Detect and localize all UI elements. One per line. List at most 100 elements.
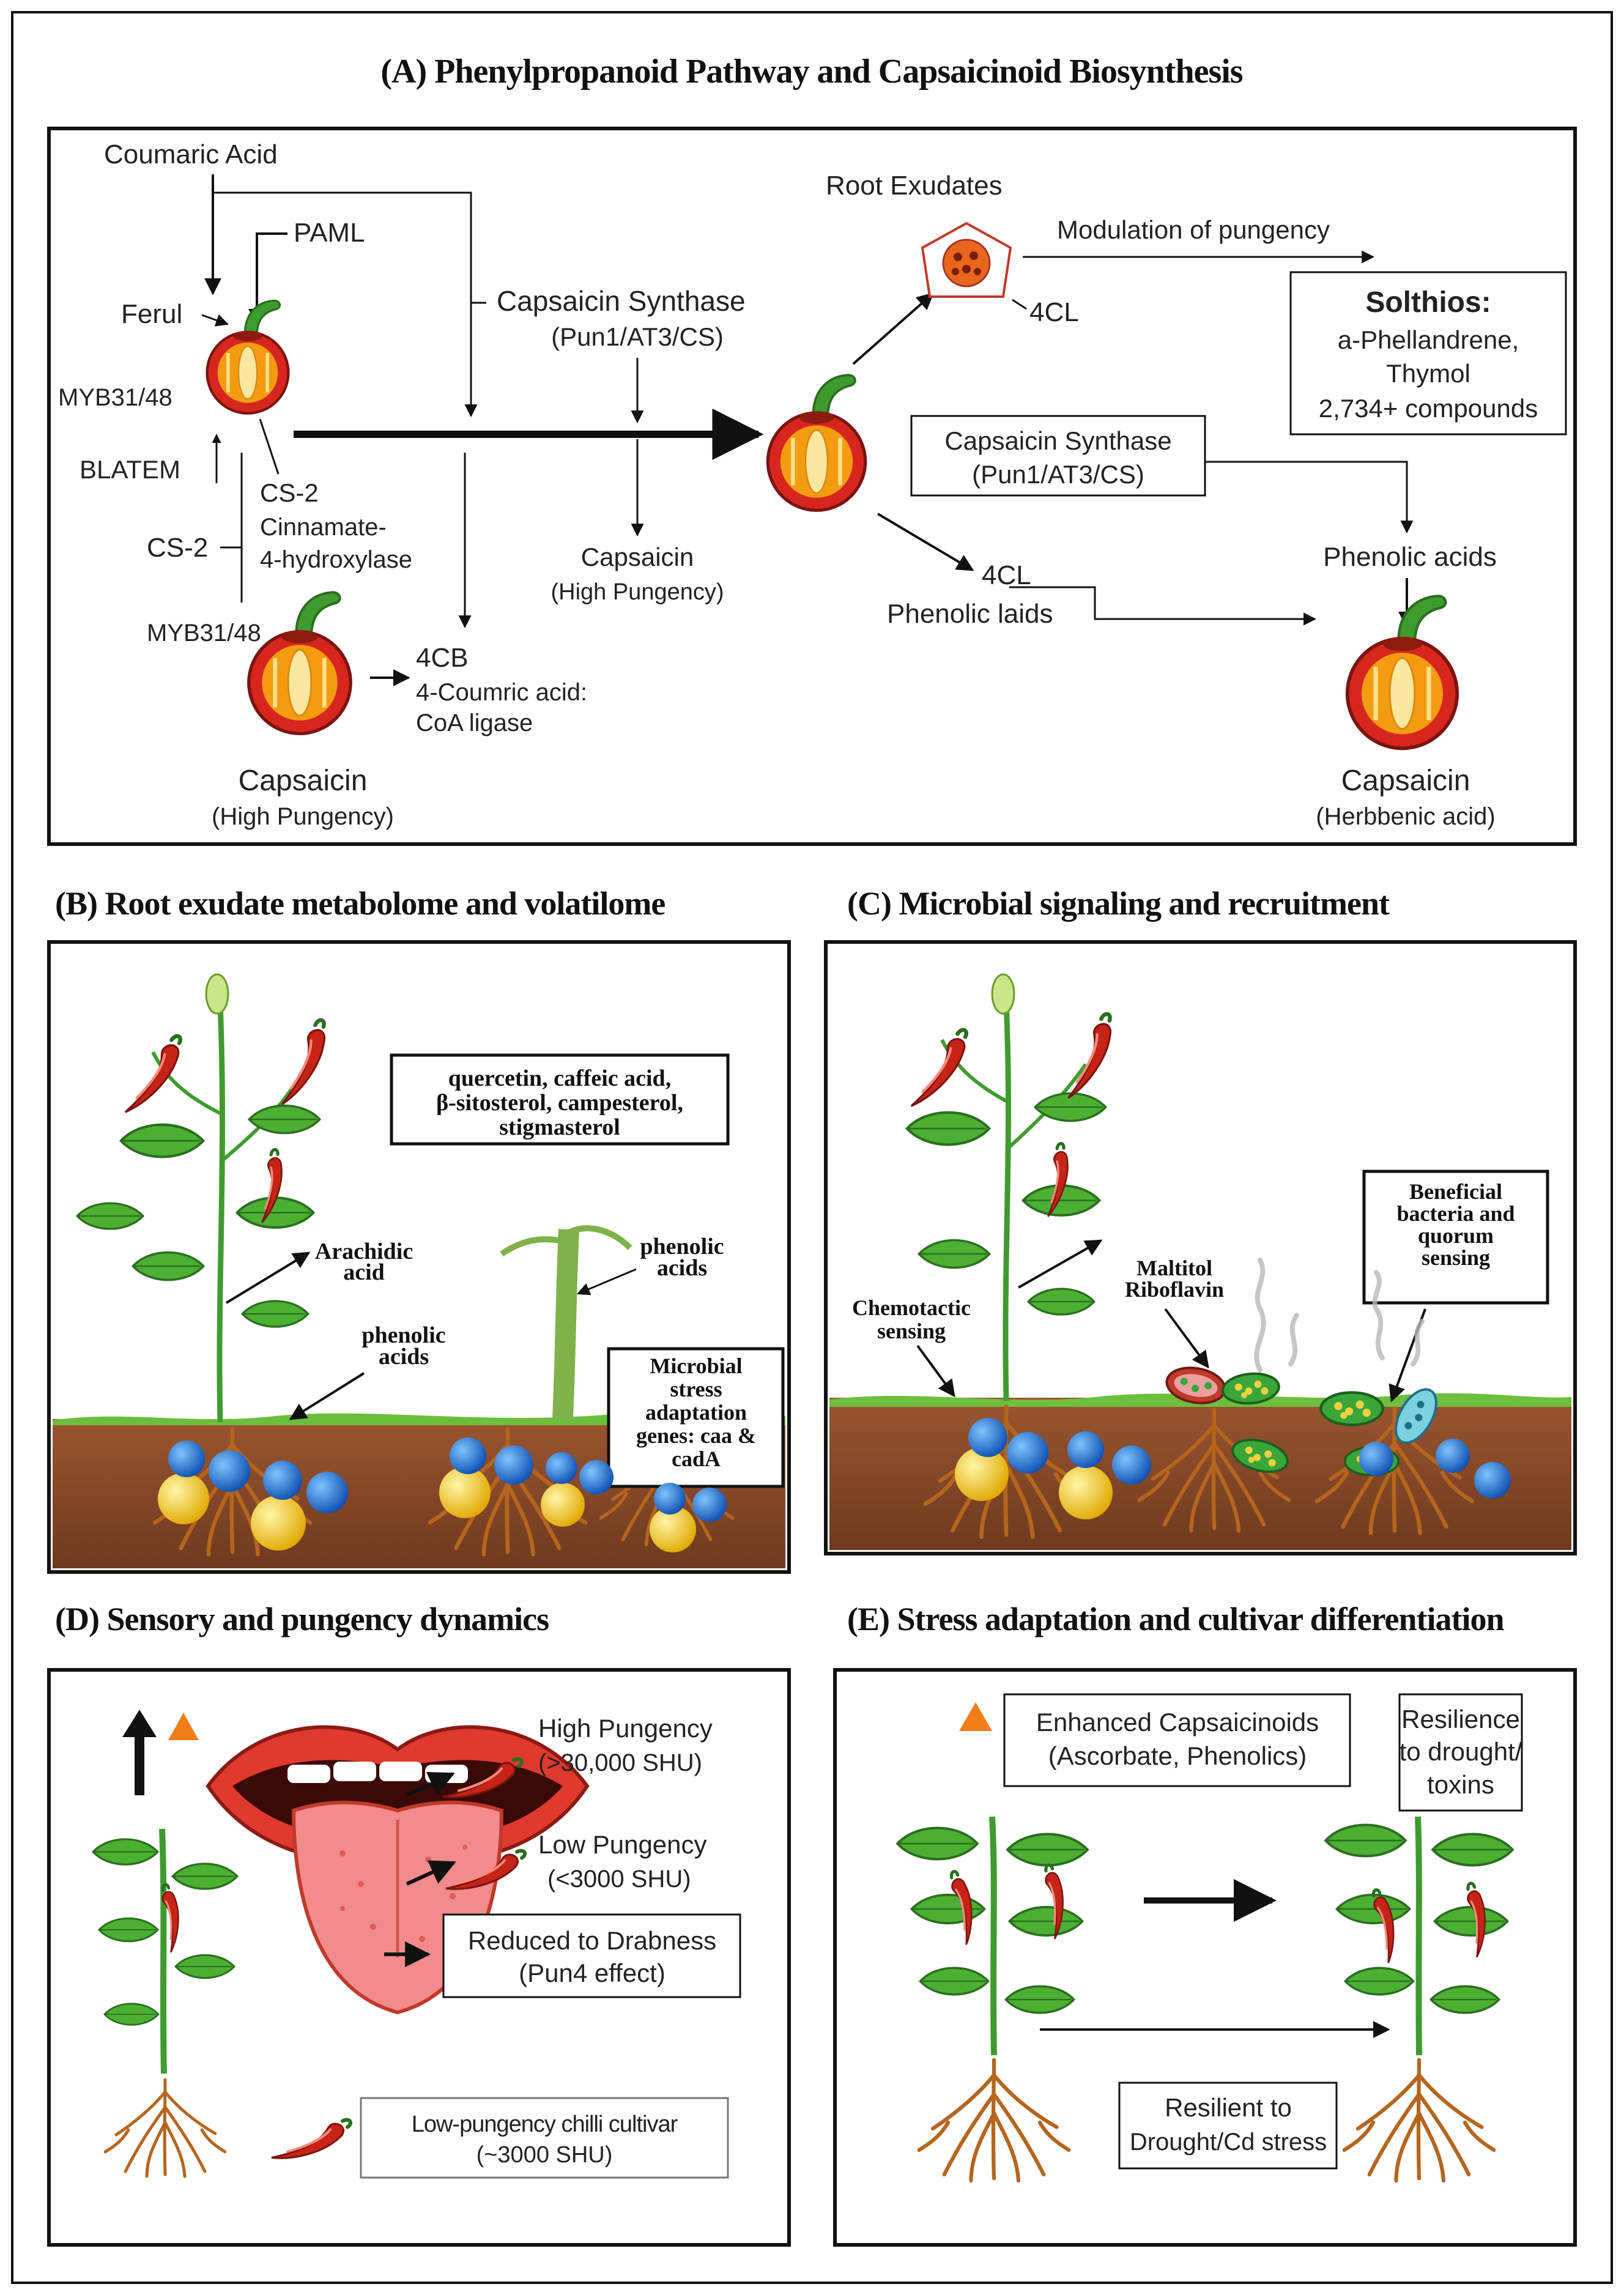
low-pungency-sub: (<3000 SHU): [547, 1866, 691, 1893]
cultivar-label: Low-pungency chilli cultivar: [412, 2111, 678, 2137]
low-pungency-arrow: [406, 1860, 456, 1886]
coumaric-to-main-arrow: [213, 191, 478, 418]
high-pungency-sub: (>30,000 SHU): [538, 1749, 702, 1776]
pepper-section-bottom-left: [249, 592, 350, 733]
beneficial-box: [1362, 1170, 1549, 1305]
phenolic-right-label-1: phenolic: [640, 1234, 724, 1259]
microbial-line-5: cadA: [672, 1447, 721, 1471]
compounds-line-3: stigmasterol: [499, 1114, 620, 1140]
panel-b-bud: [205, 973, 229, 1015]
compounds-line-2: β-sitosterol, campesterol,: [436, 1090, 683, 1116]
microbial-line-4: genes: caa &: [636, 1423, 756, 1448]
root-exudates-label: Root Exudates: [826, 171, 1003, 201]
chemotactic-arrow: [916, 1344, 955, 1398]
panel-d: (D) Sensory and pungency dynamics: [47, 1601, 791, 2247]
solthios-line-1: a-Phellandrene,: [1338, 325, 1519, 354]
volatile-wisps: [1254, 1258, 1425, 1373]
exudate-pentagon: [921, 221, 1012, 298]
left-product-sub: (High Pungency): [212, 803, 394, 830]
solthios-line-2: Thymol: [1386, 359, 1470, 388]
riboflavin-label: Riboflavin: [1125, 1277, 1224, 1302]
mid-product-label: Capsaicin: [581, 543, 694, 571]
phenolic-acids-label: Phenolic acids: [1323, 542, 1497, 572]
myb-bottom-label: MYB31/48: [147, 620, 261, 647]
enzyme-4cl-bottom: 4CL: [982, 560, 1031, 590]
microbial-line-1: Microbial: [650, 1354, 742, 1378]
panel-c-stem: [1003, 1003, 1012, 1401]
phenolic-laids-arrow: [1009, 586, 1317, 626]
panel-c-bud: [991, 973, 1015, 1015]
myb-top-label: MYB31/48: [58, 384, 172, 411]
panel-c-title: (C) Microbial signaling and recruitment: [847, 885, 1390, 922]
panel-c-molecules: [955, 1418, 1511, 1519]
panel-b-molecules: [158, 1437, 727, 1552]
panel-c-bacteria: [1165, 1366, 1437, 1479]
panel-a-title: (A) Phenylpropanoid Pathway and Capsaici…: [380, 53, 1242, 91]
enhanced-box: [1003, 1693, 1351, 1787]
panel-e-left-stem: [989, 1816, 997, 2056]
enhanced-sub: (Ascorbate, Phenolics): [1048, 1741, 1307, 1770]
modulation-label: Modulation of pungency: [1057, 215, 1330, 244]
phenolic-right-arrow: [577, 1268, 637, 1296]
synthase-2-label: Capsaicin Synthase: [944, 426, 1171, 455]
compounds-box: [390, 1053, 730, 1146]
phenolic-laids-label: Phenolic laids: [887, 599, 1053, 629]
synthase-1-label: Capsaicin Synthase: [497, 285, 746, 317]
panel-b-grass: [53, 1412, 785, 1425]
outer-frame: [11, 11, 1613, 2284]
cs2-leader: [259, 418, 280, 475]
resilience-line-2: to drought/: [1400, 1737, 1522, 1766]
microbial-line-2: stress: [670, 1377, 722, 1401]
maltitol-arrow: [1164, 1308, 1209, 1369]
cs2-a-label: CS-2: [260, 478, 319, 507]
synthase-2-box: [910, 415, 1206, 497]
pepper-section-center: [768, 375, 865, 510]
panel-b: (B) Root exudate metabolome and volatilo…: [47, 885, 791, 1574]
chemotactic-label-2: sensing: [877, 1319, 946, 1343]
panel-b-stem: [217, 1003, 226, 1423]
drabness-sub: (Pun4 effect): [519, 1959, 666, 1987]
low-pungency-label: Low Pungency: [538, 1830, 707, 1859]
enhanced-arrow: [959, 1702, 992, 1795]
cinnamate-label-2: 4-hydroxylase: [260, 546, 412, 573]
beneficial-line-2: bacteria and: [1397, 1201, 1515, 1226]
solthios-title: Solthios:: [1365, 286, 1491, 319]
coumaric-acid-label: Coumaric Acid: [104, 139, 278, 169]
phenolic-mid-arrow: [289, 1372, 365, 1420]
synthase-1-sub: (Pun1/AT3/CS): [551, 322, 724, 351]
ligase-label-1: 4-Coumric acid:: [416, 679, 587, 706]
panel-a-box: [47, 127, 1577, 846]
arachidic-arrow: [225, 1251, 311, 1304]
enhanced-label: Enhanced Capsaicinoids: [1036, 1708, 1319, 1737]
panel-e-title: (E) Stress adaptation and cultivar diffe…: [847, 1601, 1505, 1637]
panel-c-signal-arrow: [1018, 1239, 1103, 1289]
increase-arrows: [122, 1710, 199, 1801]
cs2-b-label: CS-2: [147, 533, 208, 563]
ferul-arrow: [201, 314, 229, 327]
resilient-sub: Drought/Cd stress: [1130, 2129, 1327, 2156]
panel-b-stump: [552, 1229, 579, 1420]
high-pungency-arrow: [406, 1771, 455, 1797]
panel-d-title: (D) Sensory and pungency dynamics: [55, 1601, 549, 1637]
right-product-label: Capsaicin: [1341, 765, 1470, 797]
paml-arrow: [248, 232, 287, 326]
arachidic-label-1: Arachidic: [315, 1239, 413, 1264]
ferul-label: Ferul: [121, 299, 182, 329]
resilience-line-3: toxins: [1427, 1770, 1494, 1799]
panel-a: (A) Phenylpropanoid Pathway and Capsaici…: [47, 53, 1577, 846]
to-phenolic-acids-arrow: [1205, 461, 1414, 534]
to-exudate-arrow: [852, 292, 935, 365]
left-product-label: Capsaicin: [239, 765, 368, 797]
mid-product-sub: (High Pungency): [551, 579, 724, 605]
beneficial-line-3: quorum: [1418, 1223, 1494, 1248]
cinnamate-label-1: Cinnamate-: [260, 514, 387, 541]
panel-b-title: (B) Root exudate metabolome and volatilo…: [55, 885, 665, 922]
phenolic-mid-label-2: acids: [379, 1344, 429, 1370]
panel-c-soil: [829, 1398, 1571, 1550]
panel-d-stem: [159, 1828, 167, 2074]
maltitol-label: Maltitol: [1136, 1256, 1212, 1280]
right-product-sub: (Herbbenic acid): [1316, 803, 1495, 830]
beneficial-line-1: Beneficial: [1409, 1179, 1502, 1204]
resilience-line-1: Resilience: [1401, 1705, 1520, 1733]
